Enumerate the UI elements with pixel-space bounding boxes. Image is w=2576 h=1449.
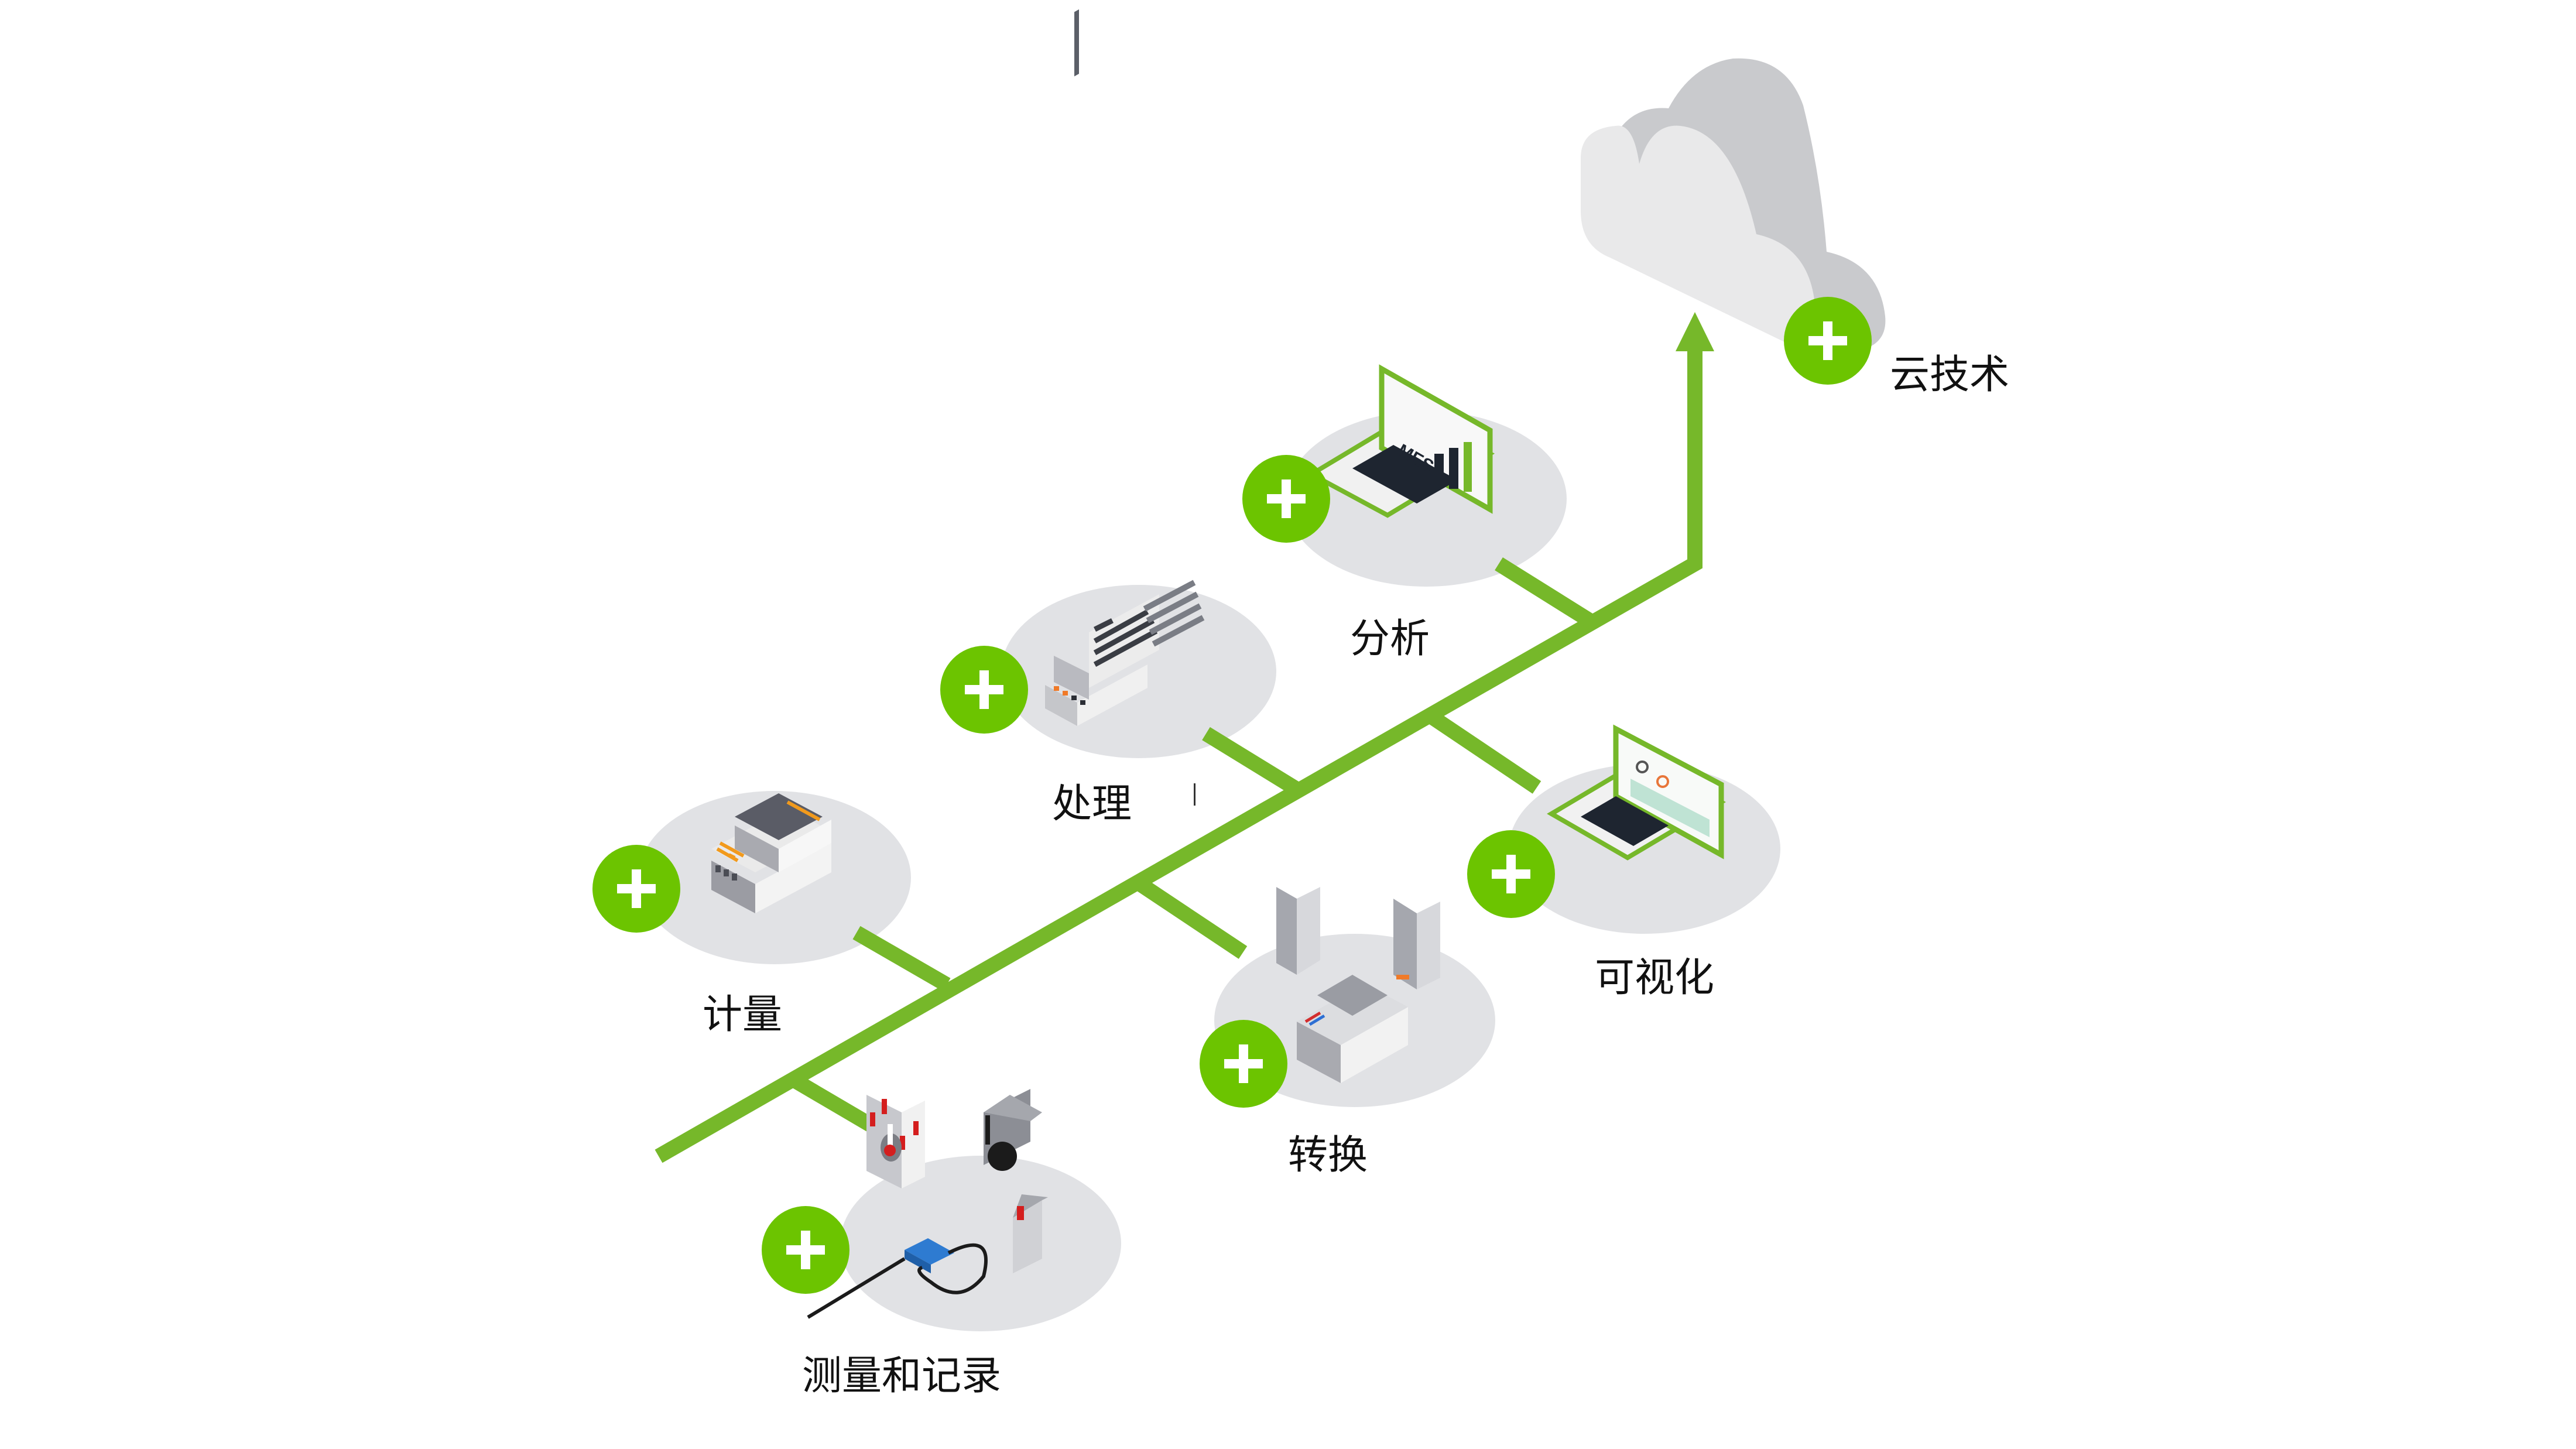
add-processing-button[interactable] bbox=[940, 646, 1028, 734]
label-visualization: 可视化 bbox=[1595, 955, 1715, 1001]
plus-icon-stem bbox=[1282, 479, 1291, 518]
label-cloud: 云技术 bbox=[1890, 352, 2010, 398]
label-analysis: 分析 bbox=[1350, 616, 1430, 662]
plus-icon-stem bbox=[801, 1231, 810, 1269]
controller-icon bbox=[1045, 9, 1205, 726]
add-measure-record-button[interactable] bbox=[762, 1206, 849, 1294]
cloud-icon bbox=[1581, 58, 1886, 351]
trunk-line bbox=[655, 345, 1703, 1163]
disc-measure-record bbox=[840, 1156, 1121, 1331]
plus-icon-stem bbox=[979, 670, 989, 709]
add-metering-button[interactable] bbox=[592, 845, 680, 933]
branch-processing bbox=[1202, 727, 1303, 797]
branch-metering bbox=[852, 926, 951, 992]
sensors-icon bbox=[807, 1089, 1048, 1319]
branch-conversion bbox=[1133, 876, 1248, 959]
label-measure-record: 测量和记录 bbox=[802, 1353, 1002, 1399]
add-visualization-button[interactable] bbox=[1467, 830, 1555, 918]
plus-icon-stem bbox=[1506, 855, 1516, 893]
plus-icon-stem bbox=[1823, 321, 1832, 360]
branch-visualization bbox=[1425, 709, 1542, 794]
label-processing: 处理 bbox=[1052, 781, 1132, 827]
energy-meter-icon bbox=[711, 793, 831, 913]
signal-converter-icon bbox=[1276, 887, 1440, 1083]
stray-mark bbox=[1194, 783, 1195, 806]
plus-icon-stem bbox=[1239, 1044, 1248, 1083]
mes-laptop-icon: MES bbox=[1306, 364, 1495, 518]
arrow-up-icon bbox=[1676, 312, 1714, 351]
add-cloud-button[interactable] bbox=[1784, 297, 1872, 385]
dashboard-laptop-icon bbox=[1547, 724, 1726, 861]
branch-analysis bbox=[1495, 557, 1597, 629]
label-conversion: 转换 bbox=[1288, 1132, 1368, 1179]
add-conversion-button[interactable] bbox=[1200, 1020, 1287, 1108]
plus-icon-stem bbox=[632, 869, 641, 908]
label-metering: 计量 bbox=[703, 992, 783, 1038]
add-analysis-button[interactable] bbox=[1242, 455, 1330, 543]
